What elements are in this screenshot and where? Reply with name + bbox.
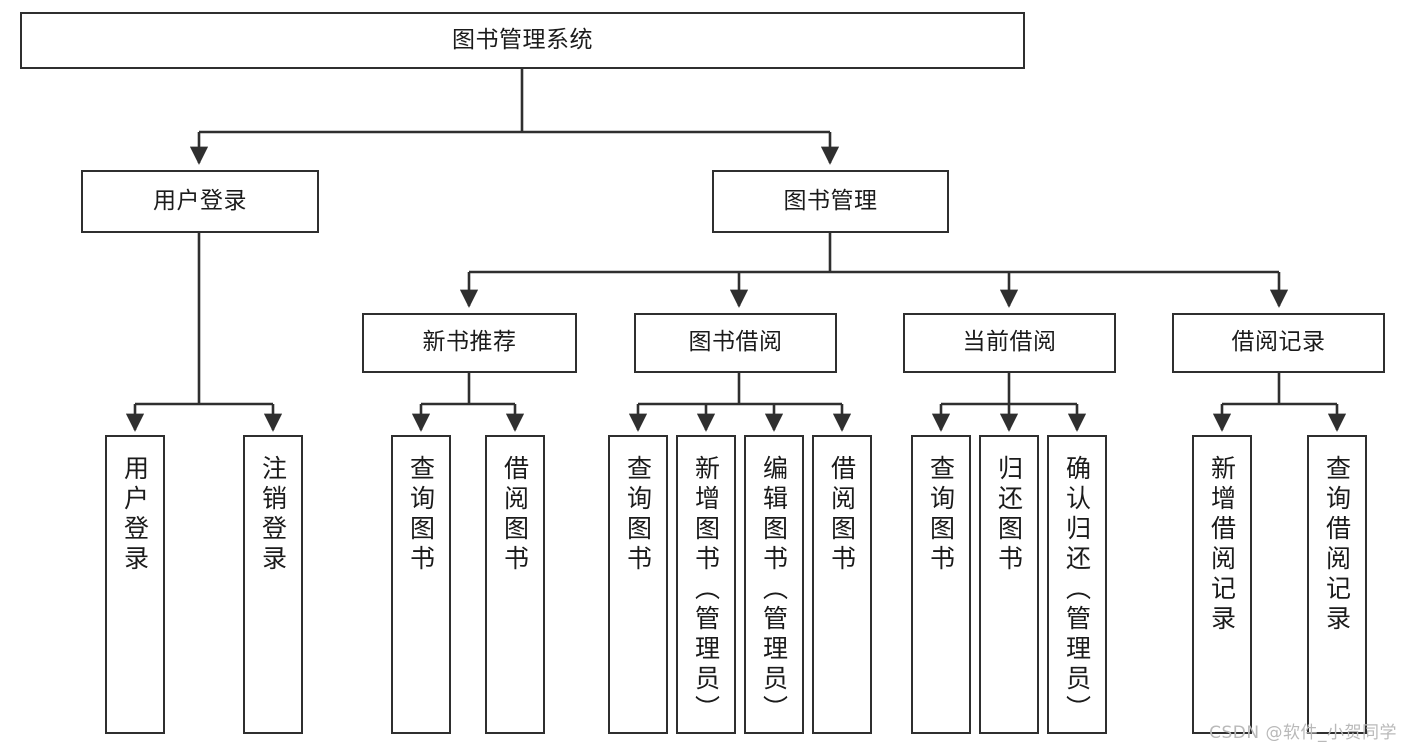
node-borrow-record[interactable]: 借阅记录 bbox=[1172, 313, 1385, 373]
node-book-management[interactable]: 图书管理 bbox=[712, 170, 949, 233]
node-leaf-borrow-book-recommend[interactable]: 借阅图书 bbox=[485, 435, 545, 734]
node-label: 图书借阅 bbox=[688, 329, 783, 356]
node-leaf-user-login[interactable]: 用户登录 bbox=[105, 435, 165, 734]
node-current-borrow[interactable]: 当前借阅 bbox=[903, 313, 1116, 373]
node-leaf-logout[interactable]: 注销登录 bbox=[243, 435, 303, 734]
node-new-book-recommend[interactable]: 新书推荐 bbox=[362, 313, 577, 373]
node-label: 注销登录 bbox=[258, 455, 288, 575]
node-leaf-edit-book-admin[interactable]: 编辑图书（管理员） bbox=[744, 435, 804, 734]
node-label: 新书推荐 bbox=[422, 329, 517, 356]
node-label: 借阅图书 bbox=[500, 455, 530, 575]
node-leaf-query-borrow-record[interactable]: 查询借阅记录 bbox=[1307, 435, 1367, 734]
node-label: 新增图书（管理员） bbox=[691, 455, 721, 725]
node-label: 图书管理系统 bbox=[452, 26, 593, 53]
node-label: 当前借阅 bbox=[962, 329, 1057, 356]
node-leaf-add-book-admin[interactable]: 新增图书（管理员） bbox=[676, 435, 736, 734]
node-leaf-query-book-current[interactable]: 查询图书 bbox=[911, 435, 971, 734]
node-label: 新增借阅记录 bbox=[1207, 455, 1237, 635]
node-leaf-query-book-recommend[interactable]: 查询图书 bbox=[391, 435, 451, 734]
node-label: 查询借阅记录 bbox=[1322, 455, 1352, 635]
node-leaf-confirm-return-admin[interactable]: 确认归还（管理员） bbox=[1047, 435, 1107, 734]
node-label: 查询图书 bbox=[623, 455, 653, 575]
node-label: 编辑图书（管理员） bbox=[759, 455, 789, 725]
node-label: 借阅记录 bbox=[1231, 329, 1326, 356]
node-root-book-management-system[interactable]: 图书管理系统 bbox=[20, 12, 1025, 69]
node-label: 用户登录 bbox=[120, 455, 150, 575]
node-label: 确认归还（管理员） bbox=[1062, 455, 1092, 725]
node-label: 借阅图书 bbox=[827, 455, 857, 575]
node-leaf-borrow-book[interactable]: 借阅图书 bbox=[812, 435, 872, 734]
node-label: 图书管理 bbox=[783, 187, 878, 214]
node-user-login[interactable]: 用户登录 bbox=[81, 170, 319, 233]
node-label: 查询图书 bbox=[926, 455, 956, 575]
node-label: 查询图书 bbox=[406, 455, 436, 575]
node-book-borrow[interactable]: 图书借阅 bbox=[634, 313, 837, 373]
node-label: 用户登录 bbox=[153, 187, 247, 214]
node-leaf-return-book[interactable]: 归还图书 bbox=[979, 435, 1039, 734]
node-label: 归还图书 bbox=[994, 455, 1024, 575]
node-leaf-query-book-borrow[interactable]: 查询图书 bbox=[608, 435, 668, 734]
node-leaf-add-borrow-record[interactable]: 新增借阅记录 bbox=[1192, 435, 1252, 734]
